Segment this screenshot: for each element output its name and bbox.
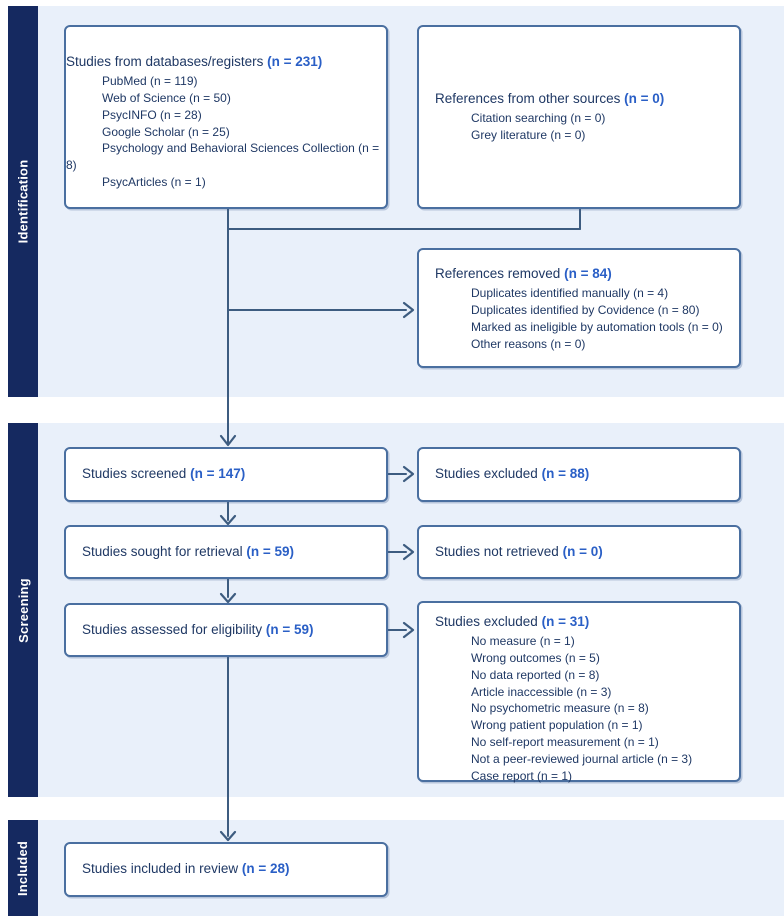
detail-line: No measure (n = 1) [471,634,575,649]
count-badge: (n = 59) [265,621,314,637]
detail-line: Duplicates identified by Covidence (n = … [471,303,700,318]
box-studies-included-review: Studies included in review (n = 28) [64,842,388,897]
box-studies-assessed-eligibility: Studies assessed for eligibility (n = 59… [64,603,388,657]
box-title: References from other sources (n = 0) [435,91,665,107]
box-title: Studies excluded (n = 31) [435,614,590,629]
detail-line: PsycINFO (n = 28) [102,107,202,122]
stage-label-included: Included [8,820,38,916]
box-studies-not-retrieved: Studies not retrieved (n = 0) [417,525,741,579]
count-badge: (n = 84) [564,266,612,281]
detail-line: Not a peer-reviewed journal article (n =… [471,751,693,766]
count-badge: (n = 59) [246,543,294,559]
box-title: Studies sought for retrieval (n = 59) [82,543,294,559]
box-title: Studies assessed for eligibility (n = 59… [82,621,314,637]
detail-line: Google Scholar (n = 25) [102,124,230,139]
box-studies-excluded-screening: Studies excluded (n = 88) [417,447,741,502]
detail-line: Citation searching (n = 0) [471,111,606,126]
detail-line: Grey literature (n = 0) [471,128,586,143]
detail-line: Psychology and Behavioral Sciences Colle… [66,141,380,173]
detail-line: Duplicates identified manually (n = 4) [471,286,669,301]
stage-label-text: Included [15,840,31,896]
box-title: Studies not retrieved (n = 0) [435,543,603,559]
detail-list: No measure (n = 1) Wrong outcomes (n = 5)… [435,633,733,784]
detail-line: PsycArticles (n = 1) [102,175,206,189]
detail-line: Wrong patient population (n = 1) [471,718,643,733]
box-title: Studies from databases/registers (n = 23… [66,54,323,69]
stage-label-text: Screening [15,577,31,643]
detail-line: PubMed (n = 119) [102,74,198,89]
count-badge: (n = 28) [241,861,290,877]
stage-label-screening: Screening [8,423,38,797]
detail-line: Article inaccessible (n = 3) [471,684,612,699]
box-title: References removed (n = 84) [435,266,612,281]
detail-line: Marked as ineligible by automation tools… [471,319,723,334]
detail-line: Other reasons (n = 0) [471,336,586,351]
box-references-removed: References removed (n = 84) Duplicates i… [417,248,741,368]
count-badge: (n = 0) [562,543,603,559]
count-badge: (n = 31) [541,614,590,629]
detail-list: PubMed (n = 119)Web of Science (n = 50)P… [66,73,386,191]
detail-line: Wrong outcomes (n = 5) [471,651,600,666]
detail-line: No psychometric measure (n = 8) [471,701,649,716]
detail-list: Duplicates identified manually (n = 4) Du… [435,285,733,352]
box-studies-excluded-eligibility: Studies excluded (n = 31) No measure (n … [417,601,741,784]
box-title: Studies screened (n = 147) [82,466,246,482]
count-badge: (n = 88) [541,466,590,482]
count-badge: (n = 0) [624,91,665,107]
detail-list: Citation searching (n = 0) Grey literatur… [435,110,733,144]
box-studies-screened: Studies screened (n = 147) [64,447,388,502]
stage-label-text: Identification [15,159,31,244]
box-studies-from-databases: Studies from databases/registers (n = 23… [64,25,388,209]
detail-line: No self-report measurement (n = 1) [471,735,659,749]
detail-line: Case report (n = 1) [471,768,573,783]
box-references-other-sources: References from other sources (n = 0) Ci… [417,25,741,209]
count-badge: (n = 231) [267,54,323,69]
count-badge: (n = 147) [190,466,246,482]
detail-line: Web of Science (n = 50) [102,91,231,106]
box-title: Studies excluded (n = 88) [435,466,590,482]
stage-label-identification: Identification [8,6,38,397]
box-studies-sought-retrieval: Studies sought for retrieval (n = 59) [64,525,388,579]
box-title: Studies included in review (n = 28) [82,861,290,877]
detail-line: No data reported (n = 8) [471,667,600,682]
